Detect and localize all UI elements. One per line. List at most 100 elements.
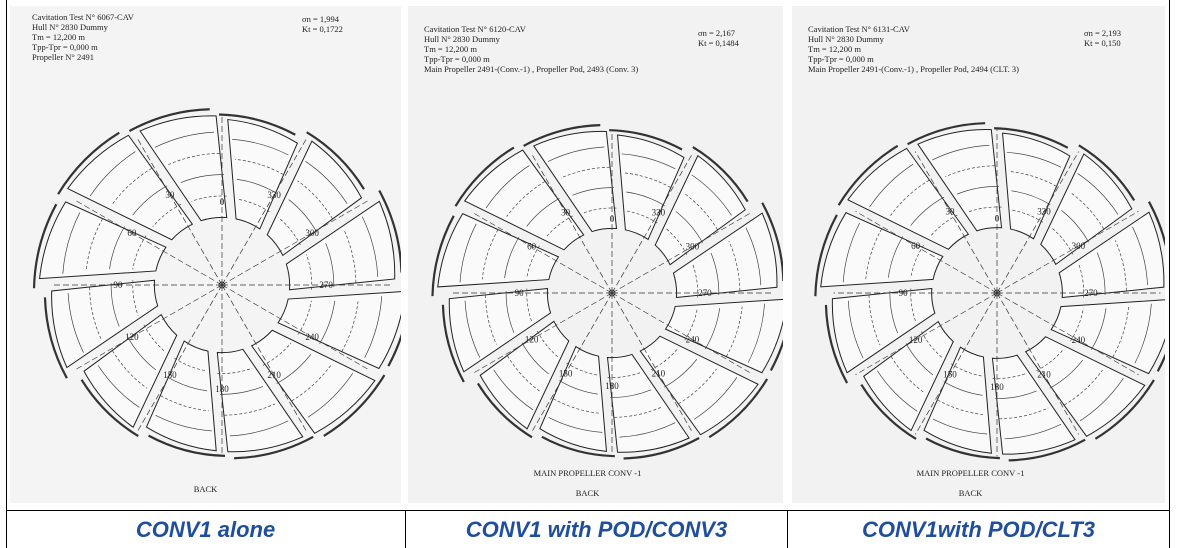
angle-label-120: 120 [909,335,923,345]
sigma-value: σn = 1,994 [302,14,340,24]
radius-arc [548,417,603,433]
blade-sector [83,313,178,428]
radius-arc [143,324,166,353]
radius-arc [232,139,289,156]
cavitation-zone [234,435,314,460]
radius-arc [526,288,533,323]
radius-arc [665,228,688,255]
radius-arc [619,422,676,438]
figure-table: Cavitation Test N° 6067-CAV Hull N° 2830… [6,0,1170,548]
radius-arc [152,204,182,228]
radius-arc [626,210,658,224]
radius-arc [361,216,379,277]
cavitation-zone [523,124,601,147]
test-title: Cavitation Test N° 6131-CAV [808,24,910,34]
angle-label-90: 90 [113,280,123,290]
table-border-right [1169,0,1170,548]
radius-arc [297,180,333,219]
radius-arc [607,372,642,378]
blade-sector [463,149,585,251]
cavitation-zone [1147,201,1165,248]
radius-arc [262,342,292,366]
cavitation-zone [860,383,917,440]
radius-arc [910,245,924,278]
tpp-label: Tpp-Tpr = 0,000 m [424,54,490,64]
angle-label-150: 150 [559,368,573,378]
radius-arc [1070,308,1084,341]
radius-arc [319,300,336,344]
radius-arc [929,214,958,238]
blade-sector [285,200,396,291]
radius-arc [868,295,881,346]
cavitation-zone [708,378,769,439]
blade-sector [847,147,970,250]
cavitation-panel-2: Cavitation Test N° 6120-CAV Hull N° 2830… [408,6,783,503]
angle-line [914,151,998,294]
radius-arc [504,236,520,278]
radius-arc [132,280,139,316]
angle-label-240: 240 [305,332,319,342]
radius-arc [166,376,208,392]
radius-arc [693,377,738,420]
radius-arc [1078,263,1085,298]
radius-arc [305,254,313,290]
radius-arc [537,330,559,358]
cavitation-zone [837,144,899,206]
cavitation-zone [761,202,783,282]
kt-value: Kt = 0,1484 [698,38,739,48]
radius-arc [344,230,357,283]
propeller-label: Main Propeller 2491-(Conv.-1) , Propelle… [424,64,639,74]
angle-label-30: 30 [165,190,175,200]
cavitation-zone [323,374,386,437]
radius-arc [566,362,598,376]
table-col-divider-1 [405,510,406,548]
angle-label-90: 90 [899,288,909,298]
radius-arc [890,356,925,394]
angle-label-30: 30 [561,208,571,218]
radius-arc [89,151,136,197]
radius-arc [109,226,125,270]
angle-label-60: 60 [911,241,921,251]
radius-arc [572,187,614,196]
main-propeller-label: MAIN PROPELLER CONV -1 [533,468,642,478]
radius-arc [111,167,153,206]
radius-arc [1069,192,1104,230]
blade-sector [664,298,783,374]
radius-arc [889,291,898,334]
angle-line [221,284,369,370]
radius-arc [842,222,860,283]
radius-arc [1036,348,1065,371]
radius-arc [887,236,904,278]
angle-line [75,200,223,286]
radius-arc [459,223,477,283]
blade-sector [831,287,936,374]
cavitation-zone [378,189,401,273]
blade-sector [539,345,608,452]
radius-arc [1011,209,1044,223]
radius-arc [160,395,209,412]
radius-arc [67,293,84,353]
blade-sector [917,129,1003,232]
radius-arc [481,229,499,280]
table-col-divider-2 [787,510,788,548]
angle-line [137,284,223,432]
blade-sector [250,329,376,434]
blade-sector [654,154,746,266]
cavitation-zone [994,127,1069,149]
radius-arc [1134,303,1152,364]
propeller-label: Main Propeller 2491-(Conv.-1) , Propelle… [808,64,1019,74]
cavitation-zone [57,131,120,195]
tm-label: Tm = 12,200 m [32,32,85,42]
radius-arc [684,307,698,341]
blade-sector [145,340,217,452]
cavitation-zone [1156,353,1165,372]
blade-sector [1058,211,1165,299]
tm-label: Tm = 12,200 m [424,44,477,54]
angle-line [996,210,1139,294]
radius-arc [191,195,227,202]
radius-arc [614,406,663,418]
radius-arc [547,146,605,162]
radius-arc [726,306,743,357]
blade-sector [448,287,552,373]
